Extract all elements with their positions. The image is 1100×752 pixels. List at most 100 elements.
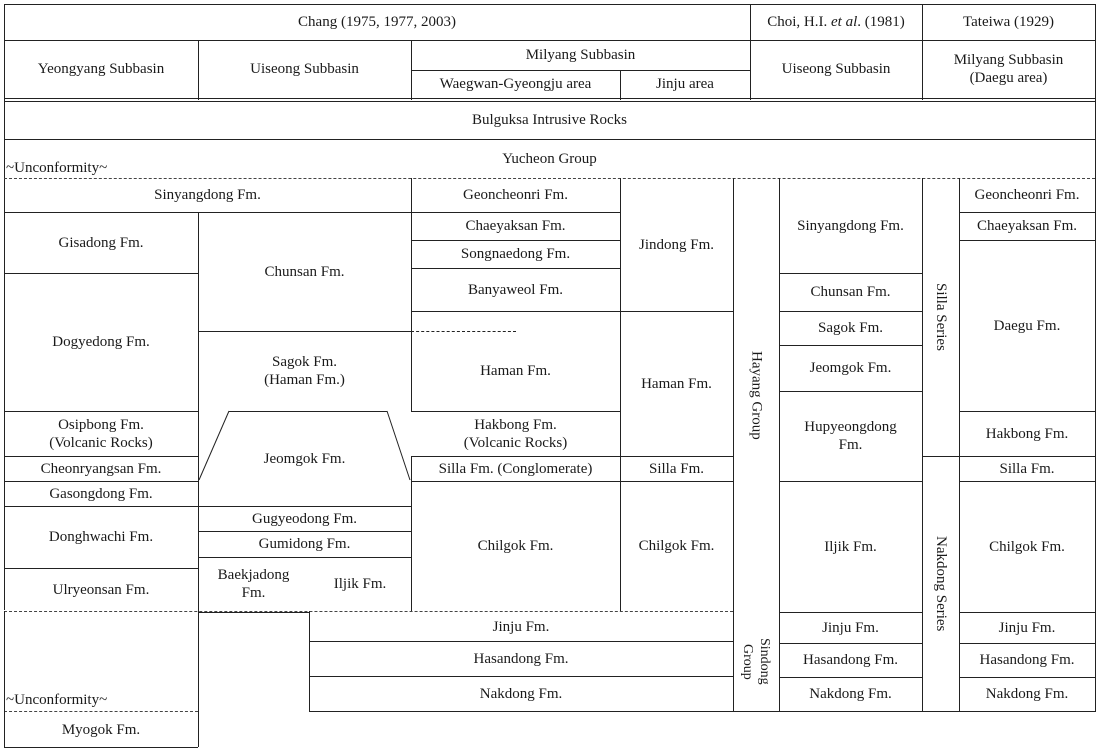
divider-line — [411, 456, 733, 457]
header-choi-etal: et al — [831, 14, 858, 30]
divider-line — [411, 240, 620, 241]
header-choi-author: Choi, H.I. — [767, 14, 831, 30]
silla-series-label: Silla Series — [933, 283, 949, 351]
yeongyang-ulryeonsan: Ulryeonsan Fm. — [52, 581, 150, 598]
bulguksa-intrusive-rocks: Bulguksa Intrusive Rocks — [472, 112, 627, 128]
jinju-haman: Haman Fm. — [641, 375, 712, 392]
divider-line — [198, 212, 199, 612]
choi-chunsan: Chunsan Fm. — [810, 284, 891, 300]
uiseong-chunsan: Chunsan Fm. — [264, 263, 345, 280]
header-choi-year: . (1981) — [857, 14, 905, 30]
divider-line — [198, 40, 199, 100]
divider-line — [779, 311, 922, 312]
divider-line — [779, 178, 780, 712]
divider-line — [733, 178, 734, 712]
divider-line — [4, 456, 198, 457]
uiseong-gumidong: Gumidong Fm. — [258, 536, 351, 552]
tateiwa-daegu: Daegu Fm. — [993, 317, 1061, 334]
divider-line — [620, 178, 621, 612]
divider-line — [309, 711, 1095, 712]
divider-line — [959, 612, 1095, 613]
header-jinju-area: Jinju area — [656, 76, 714, 92]
sindong-group-label: Sindong Group — [740, 638, 772, 685]
header-waegwan: Waegwan-Gyeongju area — [439, 76, 592, 92]
waegwan-banyaweol: Banyaweol Fm. — [468, 281, 563, 298]
yeongyang-osipbong: Osipbong Fm. (Volcanic Rocks) — [49, 416, 153, 451]
divider-line — [959, 212, 1095, 213]
tateiwa-nakdong: Nakdong Fm. — [985, 686, 1069, 702]
table-border-top — [4, 4, 1095, 5]
sindong-nakdong: Nakdong Fm. — [479, 685, 563, 702]
divider-line — [4, 568, 198, 569]
divider-line — [922, 178, 923, 712]
divider-line — [779, 273, 922, 274]
tateiwa-hasandong: Hasandong Fm. — [979, 652, 1075, 668]
divider-line — [411, 268, 620, 269]
divider-line — [4, 40, 1095, 41]
header-yeongyang: Yeongyang Subbasin — [37, 61, 165, 77]
waegwan-songnaedong: Songnaedong Fm. — [460, 246, 571, 262]
divider-line — [779, 643, 922, 644]
uiseong-iljik: Iljik Fm. — [333, 576, 387, 592]
divider-line — [411, 212, 620, 213]
unconformity-line — [4, 711, 198, 712]
tateiwa-chilgok: Chilgok Fm. — [989, 538, 1065, 555]
header-milyang: Milyang Subbasin — [525, 47, 636, 63]
header-tateiwa: Tateiwa (1929) — [963, 14, 1054, 30]
divider-line — [922, 4, 923, 100]
header-choi-uiseong: Uiseong Subbasin — [781, 61, 891, 77]
divider-line — [411, 311, 733, 312]
divider-line — [229, 411, 387, 412]
nakdong-series-label: Nakdong Series — [933, 535, 949, 632]
yeongyang-sinyangdong: Sinyangdong Fm. — [154, 187, 261, 203]
yeongyang-myogok: Myogok Fm. — [61, 721, 141, 738]
divider-line — [4, 101, 1095, 102]
choi-sagok: Sagok Fm. — [817, 320, 883, 336]
divider-line — [198, 557, 411, 558]
jinju-chilgok: Chilgok Fm. — [638, 538, 715, 554]
jinju-jindong: Jindong Fm. — [638, 236, 714, 253]
tateiwa-silla: Silla Fm. — [999, 460, 1055, 477]
jinju-silla: Silla Fm. — [648, 460, 704, 477]
divider-line — [779, 677, 922, 678]
yeongyang-gisadong: Gisadong Fm. — [58, 234, 144, 251]
waegwan-haman: Haman Fm. — [480, 363, 551, 379]
table-border-right — [1095, 4, 1096, 712]
divider-line — [620, 70, 621, 100]
divider-line — [959, 240, 1095, 241]
header-chang: Chang (1975, 1977, 2003) — [298, 14, 456, 30]
divider-line — [4, 747, 198, 748]
divider-line — [198, 611, 199, 747]
divider-line — [959, 456, 1095, 457]
divider-line — [959, 677, 1095, 678]
tateiwa-chaeyaksan: Chaeyaksan Fm. — [977, 218, 1077, 234]
divider-line — [411, 456, 412, 612]
yeongyang-dogyedong: Dogyedong Fm. — [52, 334, 150, 350]
divider-line — [198, 506, 411, 507]
tateiwa-hakbong: Hakbong Fm. — [985, 425, 1069, 442]
divider-line — [959, 178, 960, 712]
divider-line — [198, 331, 411, 332]
divider-line — [411, 411, 620, 412]
yeongyang-gasongdong: Gasongdong Fm. — [49, 485, 153, 502]
yeongyang-cheonryangsan: Cheonryangsan Fm. — [40, 460, 162, 477]
choi-iljik: Iljik Fm. — [824, 538, 877, 555]
divider-line — [198, 612, 309, 613]
divider-line — [4, 273, 198, 274]
divider-line — [4, 506, 198, 507]
choi-jinju: Jinju Fm. — [822, 619, 879, 636]
divider-line — [411, 70, 750, 71]
divider-line — [779, 391, 922, 392]
divider-line — [198, 531, 411, 532]
divider-line — [309, 611, 310, 711]
waegwan-silla: Silla Fm. (Conglomerate) — [438, 460, 593, 477]
choi-hupyeongdong: Hupyeongdong Fm. — [804, 419, 897, 453]
divider-line — [4, 139, 1095, 140]
divider-line — [411, 178, 412, 412]
divider-line — [411, 481, 733, 482]
divider-line — [4, 611, 5, 747]
hayang-group-label: Hayang Group — [748, 350, 765, 440]
divider-line — [4, 481, 198, 482]
yeongyang-donghwachi: Donghwachi Fm. — [48, 529, 154, 545]
